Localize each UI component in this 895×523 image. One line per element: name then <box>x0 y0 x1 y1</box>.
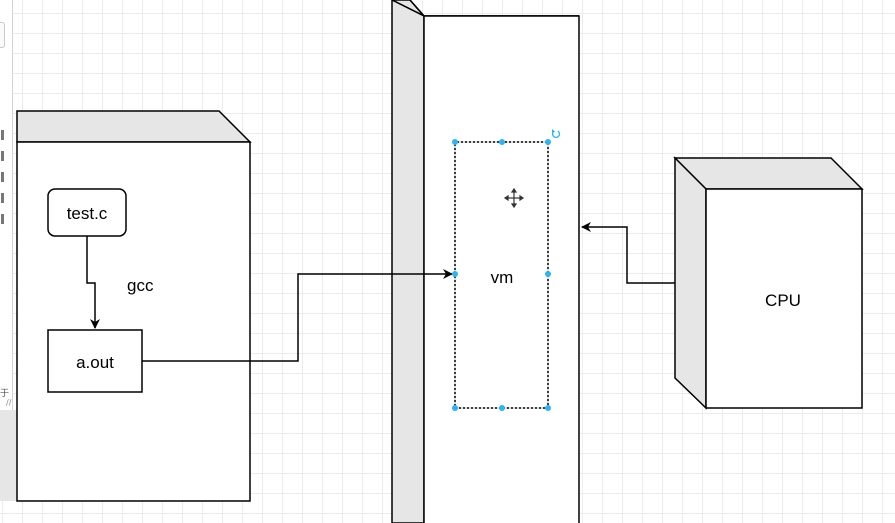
left-cube[interactable] <box>0 110 252 502</box>
panel-scroll-handle[interactable] <box>0 22 5 48</box>
format-panel-edge[interactable]: 于 ∕∕ <box>0 0 13 410</box>
edge-cpu-to-vm[interactable] <box>581 222 675 284</box>
resize-handle[interactable] <box>452 405 458 411</box>
vm-label: vm <box>491 268 514 287</box>
cpu-label: CPU <box>765 291 801 310</box>
cpu-cube-top <box>673 157 864 190</box>
edge-test-c-to-a-out[interactable] <box>86 236 100 329</box>
resize-handle[interactable] <box>499 139 505 145</box>
a-out-node[interactable]: a.out <box>47 329 143 393</box>
test-c-label: test.c <box>67 204 108 223</box>
panel-glyph-icon: 于 <box>0 389 10 399</box>
left-cube-side <box>0 410 17 501</box>
resize-handle[interactable] <box>545 405 551 411</box>
rotate-handle-icon[interactable] <box>551 129 561 139</box>
middle-cube-side <box>391 0 425 523</box>
resize-handle[interactable] <box>452 139 458 145</box>
test-c-node[interactable]: test.c <box>47 188 127 237</box>
move-cursor-icon <box>503 187 525 209</box>
resize-handle[interactable] <box>499 405 505 411</box>
a-out-box <box>47 329 143 393</box>
left-cube-top <box>16 110 252 143</box>
selection-handles[interactable] <box>452 139 551 411</box>
middle-cube-top-edge <box>409 0 579 17</box>
resize-handle[interactable] <box>452 271 458 277</box>
panel-collapsed-labels <box>0 130 6 250</box>
vm-node[interactable]: vm <box>454 141 549 409</box>
resize-handle[interactable] <box>545 139 551 145</box>
gcc-edge-label: gcc <box>127 276 154 295</box>
cpu-cube[interactable]: CPU <box>673 156 864 410</box>
vm-box <box>454 141 549 409</box>
cpu-cube-front <box>705 188 863 409</box>
edge-a-out-to-vm[interactable] <box>142 269 453 362</box>
resize-handle[interactable] <box>545 271 551 277</box>
resize-grip-icon[interactable]: ∕∕ <box>6 398 12 407</box>
a-out-label: a.out <box>76 353 114 372</box>
cpu-cube-side <box>674 156 707 410</box>
